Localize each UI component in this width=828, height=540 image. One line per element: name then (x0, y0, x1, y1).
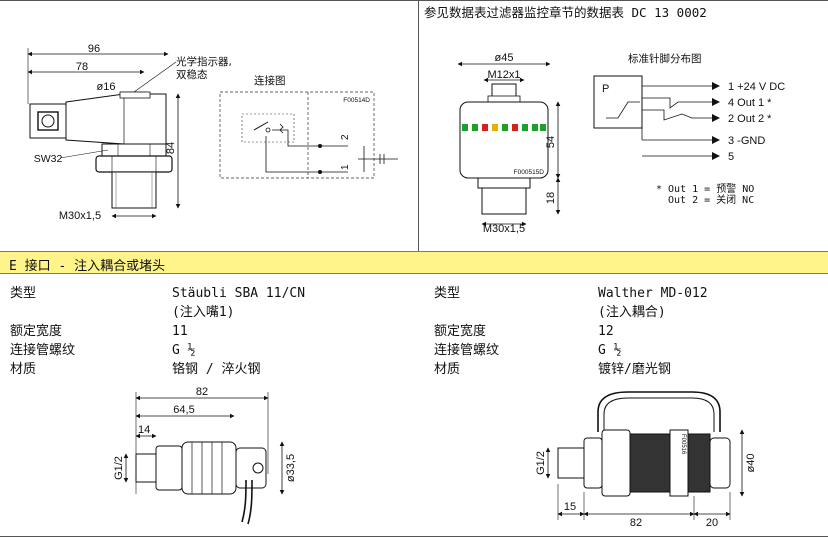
coupling-left-dim-14: 14 (138, 424, 150, 436)
led-strip (462, 124, 546, 131)
top-rule (0, 0, 828, 1)
walther-coupling-drawing: F00516 G1/2 ø40 15 82 20 (535, 391, 757, 529)
pin-1-label: 1 +24 V DC (728, 81, 785, 93)
spec-row: 材质镀锌/磨光钢 (434, 362, 671, 377)
wiring-code: F00514D (343, 97, 370, 104)
pin-5-label: 5 (728, 151, 734, 163)
coupling-left-dim-82: 82 (196, 386, 208, 398)
pin-3-label: 3 -GND (728, 135, 765, 147)
code-label: F000515D (514, 169, 545, 176)
dim-16-label: ø16 (97, 81, 116, 93)
coupling-left-dim-645: 64,5 (173, 404, 194, 416)
pin-2-label: 2 Out 2 * (728, 113, 772, 125)
dim-78-label: 78 (76, 61, 88, 73)
indicator-note: 光学指示器, 双稳态 (176, 56, 232, 81)
spec-row: (注入嘴1) (172, 305, 235, 320)
sw32-label: SW32 (34, 153, 63, 165)
wiring-pin-2: 2 (340, 134, 351, 140)
mechanical-indicator-drawing: 96 78 ø16 SW32 84 M30x1,5 (27, 43, 181, 222)
pinout-diagram: 标准针脚分布图 P 1 +24 V DC 4 Out 1 * 2 Out 2 *… (593, 52, 785, 163)
spec-row: (注入耦合) (598, 305, 666, 320)
coupling-left-thread: G1/2 (113, 456, 125, 480)
pinout-title: 标准针脚分布图 (628, 52, 702, 65)
wiring-title: 连接图 (254, 74, 286, 87)
pinout-box-label: P (602, 83, 609, 95)
coupling-right-thread: G1/2 (535, 451, 547, 475)
thread-label: M30x1,5 (59, 210, 101, 222)
coupling-right-dim-20: 20 (706, 517, 718, 529)
thread-right-label: M30x1,5 (483, 223, 525, 235)
dim-54-label: 54 (545, 136, 557, 148)
coupling-right-code: F00516 (680, 434, 686, 455)
bottom-rule (0, 536, 828, 537)
upper-divider (418, 0, 419, 251)
staubli-coupling-drawing: 82 64,5 14 G1/2 ø33,5 (113, 386, 297, 525)
pinout-notes: * Out 1 = 预警 NO Out 2 = 关闭 NC (656, 184, 755, 206)
coupling-left-dim-335: ø33,5 (285, 454, 297, 482)
dim-m12-label: M12x1 (487, 69, 520, 81)
section-header: E 接口 - 注入耦合或堵头 (0, 251, 828, 274)
datasheet-reference-title: 参见数据表过滤器监控章节的数据表 DC 13 0002 (424, 5, 707, 20)
pin-4-label: 4 Out 1 * (728, 97, 772, 109)
wiring-pin-1: 1 (340, 164, 351, 170)
dim-45-label: ø45 (495, 52, 514, 64)
coupling-right-dim-82: 82 (630, 517, 642, 529)
coupling-right-dim-15: 15 (564, 501, 576, 513)
electronic-indicator-drawing: ø45 M12x1 F000515D 54 18 M30x1,5 (457, 52, 561, 235)
wiring-diagram: 连接图 F00514D 2 1 (219, 74, 398, 179)
spec-row: 材质铬钢 / 淬火钢 (10, 362, 261, 377)
dim-84-label: 84 (165, 142, 177, 154)
dim-96-label: 96 (88, 43, 100, 55)
coupling-right-dim-40: ø40 (745, 454, 757, 473)
section-title: E 接口 - 注入耦合或堵头 (9, 259, 166, 274)
dim-18-label: 18 (545, 192, 557, 204)
